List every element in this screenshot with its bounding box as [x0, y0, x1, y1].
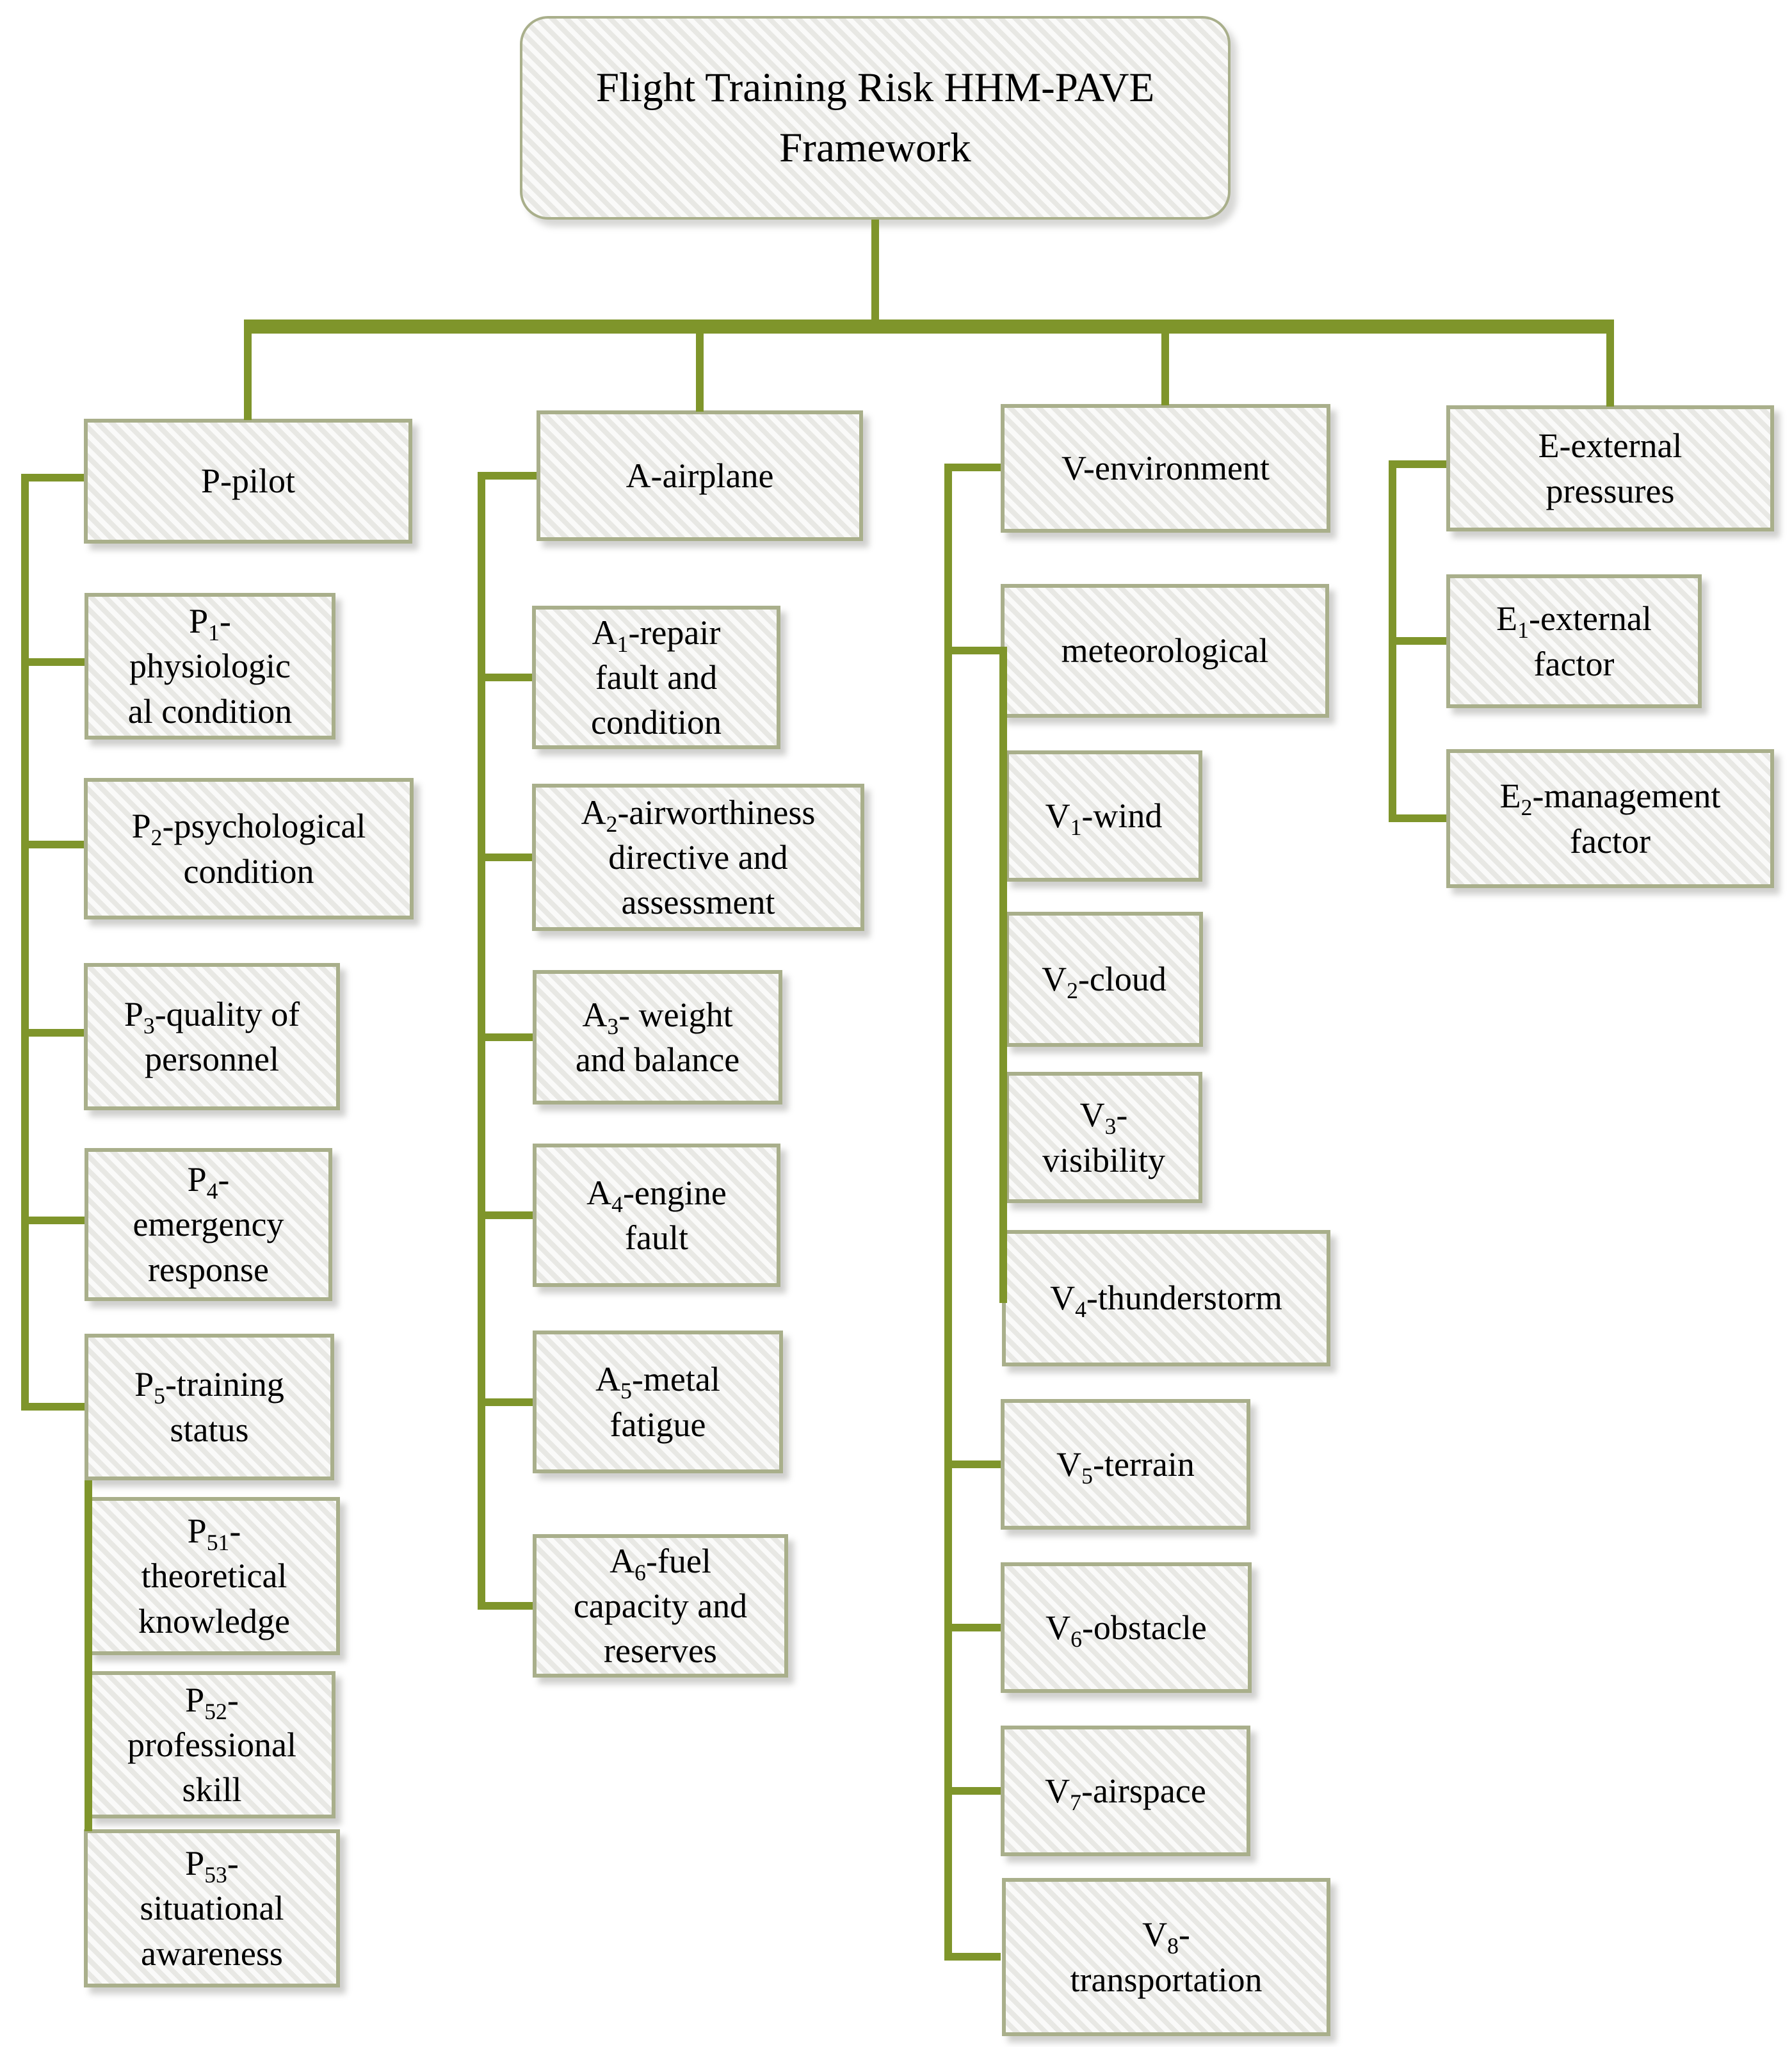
connector-MET-subtrunk: [999, 647, 1007, 1303]
node-label: P-pilot: [200, 462, 296, 501]
connector-A-stub-header: [478, 472, 537, 480]
connector-P5-subtrunk: [85, 1480, 92, 1831]
connector-V-stub-V5: [944, 1460, 1001, 1468]
node-V6: V6-obstacle: [1001, 1562, 1252, 1693]
node-label: V-environment: [1061, 449, 1270, 488]
node-label: V4-thunderstorm: [1050, 1279, 1282, 1323]
connector-A-stub-A3: [478, 1033, 533, 1041]
node-label: V6-obstacle: [1045, 1608, 1207, 1652]
connector-P-trunk: [21, 474, 29, 1411]
node-label: V2-cloud: [1042, 960, 1166, 1004]
connector-drop-P: [244, 334, 252, 420]
node-label: V3-visibility: [1042, 1096, 1166, 1179]
connector-E-stub-E2: [1389, 814, 1446, 822]
node-label: V1-wind: [1045, 797, 1163, 841]
node-label: A-airplane: [626, 456, 774, 495]
node-label: V8-transportation: [1070, 1915, 1263, 1999]
connector-P-stub-header: [21, 474, 84, 481]
node-MET: meteorological: [1001, 584, 1329, 718]
node-A: A-airplane: [537, 410, 863, 541]
connector-drop-V: [1161, 334, 1169, 405]
connector-root-bar: [244, 320, 1614, 334]
node-P: P-pilot: [84, 419, 412, 544]
node-V1: V1-wind: [1005, 750, 1202, 882]
node-label: V5-terrain: [1056, 1444, 1195, 1489]
connector-V-stub-header: [944, 464, 1001, 471]
node-label: meteorological: [1061, 631, 1269, 670]
connector-V-stub-V6: [944, 1624, 1001, 1631]
node-V4: V4-thunderstorm: [1002, 1230, 1330, 1366]
connector-P-stub-P2: [21, 841, 84, 848]
node-label: V7-airspace: [1045, 1771, 1206, 1815]
connector-title-drop: [871, 220, 879, 322]
node-V8: V8-transportation: [1002, 1878, 1330, 2036]
node-V7: V7-airspace: [1001, 1726, 1250, 1856]
connector-P-stub-P1: [21, 658, 85, 666]
connector-P-stub-P4: [21, 1217, 85, 1224]
connector-E-stub-header: [1389, 460, 1446, 468]
connector-V-stub-V7: [944, 1787, 1001, 1795]
connector-A-stub-A6: [478, 1602, 533, 1610]
connector-P-stub-P5: [21, 1403, 85, 1411]
node-V2: V2-cloud: [1005, 912, 1203, 1047]
node-V3: V3-visibility: [1005, 1072, 1202, 1203]
connector-drop-E: [1606, 334, 1614, 407]
connector-V-trunk: [944, 464, 952, 1961]
connector-E-stub-E1: [1389, 637, 1446, 645]
connector-A-stub-A4: [478, 1211, 533, 1219]
connector-V-stub-MET: [944, 647, 1001, 654]
connector-V-stub-V8: [944, 1953, 1001, 1961]
node-V5: V5-terrain: [1001, 1399, 1250, 1530]
connector-P-stub-P3: [21, 1029, 84, 1037]
connector-drop-A: [696, 334, 704, 412]
connector-A-stub-A5: [478, 1398, 533, 1406]
connector-A-stub-A1: [478, 674, 532, 681]
node-V: V-environment: [1001, 404, 1330, 533]
connector-A-stub-A2: [478, 854, 532, 861]
